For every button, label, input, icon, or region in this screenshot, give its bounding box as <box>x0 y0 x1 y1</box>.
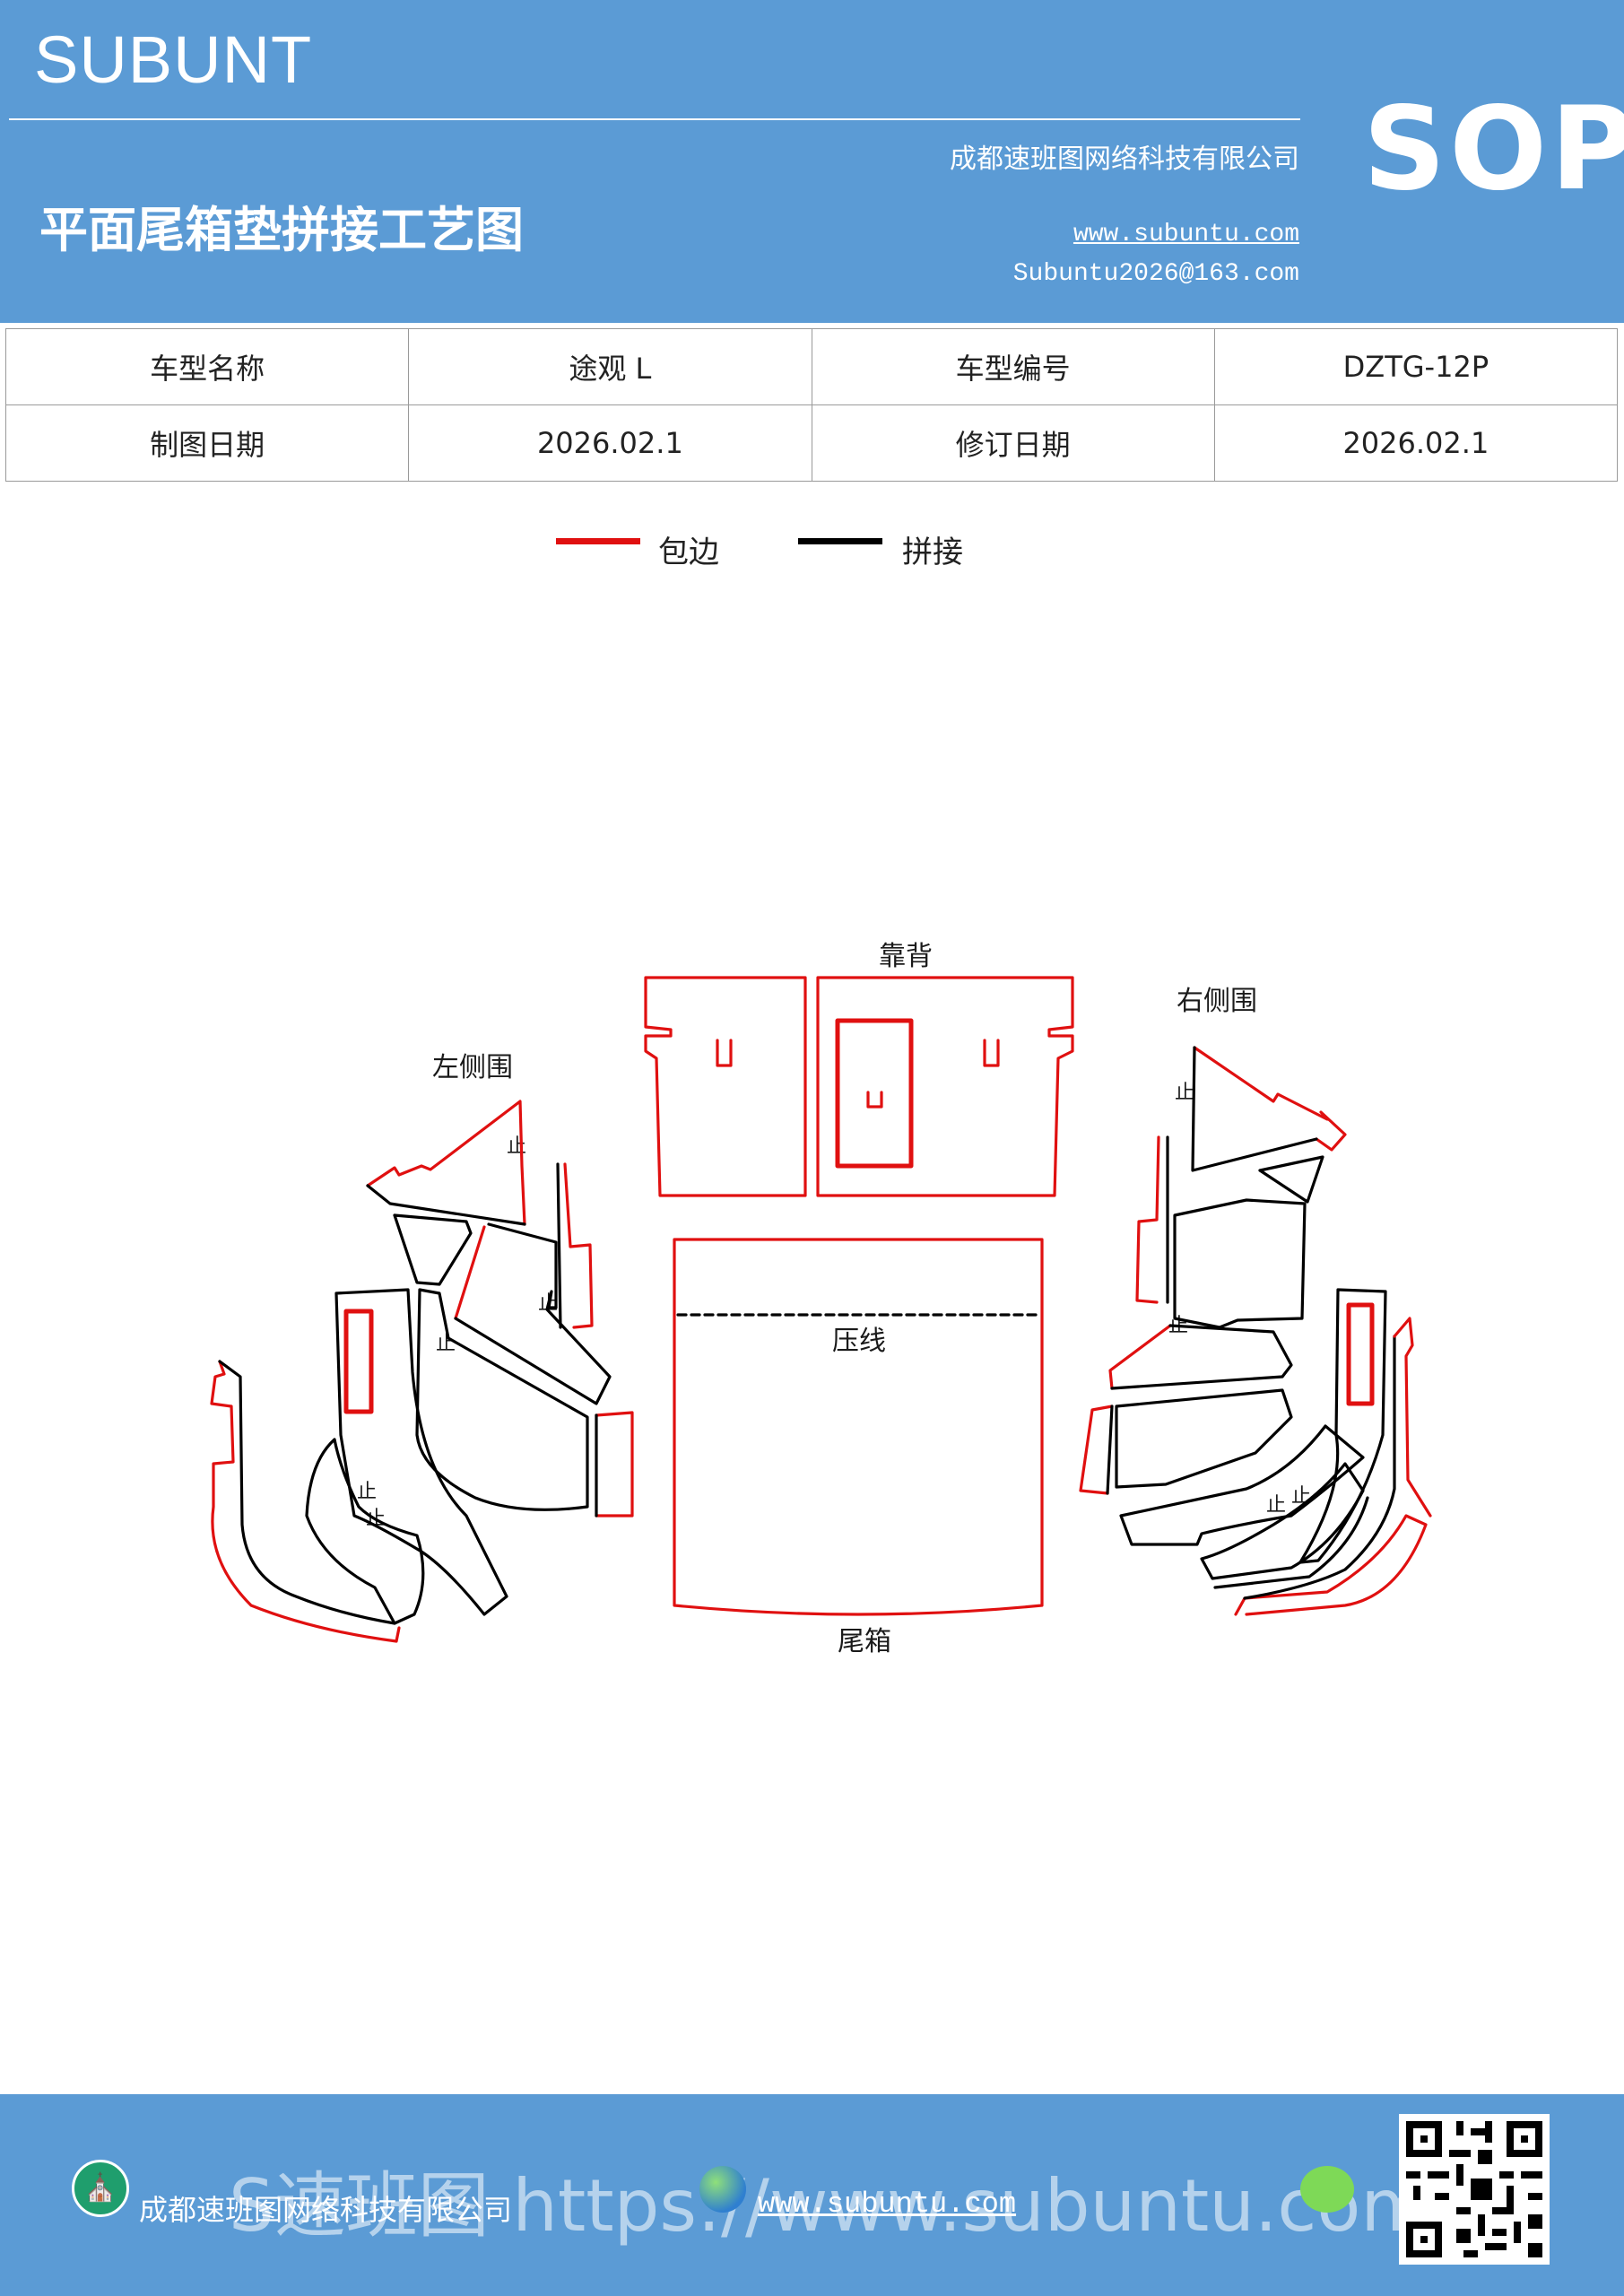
left-strip-red <box>563 1162 594 1329</box>
notch-mark <box>983 1039 1000 1067</box>
left-piece-mid <box>454 1222 612 1405</box>
globe-icon <box>699 2166 746 2213</box>
notch-mark <box>716 1039 733 1067</box>
value-model-code: DZTG-12P <box>1213 328 1619 405</box>
footer-watermark: S速班图 https://www.subuntu.com <box>229 2164 1431 2248</box>
left-side-pieces <box>210 1100 634 1643</box>
label-backrest: 靠背 <box>879 941 933 972</box>
left-piece-top-red <box>366 1100 526 1226</box>
right-piece-top-red <box>1193 1046 1347 1152</box>
left-piece-curve <box>305 1438 425 1625</box>
left-piece-triangle <box>393 1213 473 1286</box>
table-row: 制图日期 2026.02.1 修订日期 2026.02.1 <box>4 404 1619 482</box>
company-name: 成都速班图网络科技有限公司 <box>950 144 1299 175</box>
left-piece-top-black <box>366 1184 526 1226</box>
right-piece-outer-red <box>1234 1514 1428 1616</box>
legend-swatch-seam <box>798 538 882 544</box>
legend: 包边 拼接 <box>0 527 1624 572</box>
left-piece-center <box>415 1288 589 1511</box>
table-row: 车型名称 途观 L 车型编号 DZTG-12P <box>4 328 1619 405</box>
wechat-icon <box>1300 2166 1354 2213</box>
label-model-code: 车型编号 <box>811 328 1215 405</box>
notch-mark <box>866 1091 883 1109</box>
backrest-center-panel <box>835 1018 914 1169</box>
label-drawing-date: 制图日期 <box>4 404 410 482</box>
label-press-line: 压线 <box>832 1326 886 1357</box>
right-strip-red <box>1135 1135 1160 1304</box>
backrest-left-panel <box>644 976 807 1197</box>
mat-splicing-diagram: 靠背 右侧围 左侧围 压线 尾箱 止 止 止 止 止 止 止 止 止 <box>210 941 1432 1657</box>
right-piece-small-tri <box>1258 1155 1324 1204</box>
footer-website-link[interactable]: www.subuntu.com <box>758 2187 1017 2221</box>
value-revision-date: 2026.02.1 <box>1213 404 1619 482</box>
legend-label-edge: 包边 <box>658 535 719 570</box>
footer-company-name: 成都速班图网络科技有限公司 <box>139 2193 513 2227</box>
right-piece-mid <box>1173 1198 1307 1329</box>
right-piece-lower <box>1119 1424 1365 1546</box>
right-piece-quad-red <box>1079 1405 1114 1495</box>
stop-mark: 止 <box>507 1135 526 1158</box>
right-side-pieces <box>1079 1046 1432 1616</box>
vehicle-info-table: 车型名称 途观 L 车型编号 DZTG-12P 制图日期 2026.02.1 修… <box>4 328 1619 482</box>
right-piece-slot <box>1346 1302 1375 1406</box>
header-divider <box>9 118 1300 120</box>
brand-logo-text: SUBUNT <box>34 22 313 97</box>
label-left-side: 左侧围 <box>432 1052 513 1083</box>
header-banner: SUBUNT 平面尾箱垫拼接工艺图 成都速班图网络科技有限公司 www.subu… <box>0 0 1624 323</box>
right-piece-slot-frame <box>1298 1288 1387 1564</box>
stop-mark: 止 <box>1175 1082 1194 1104</box>
document-title: 平面尾箱垫拼接工艺图 <box>39 201 524 258</box>
qr-code-icon[interactable] <box>1399 2114 1550 2265</box>
website-link[interactable]: www.subuntu.com <box>1073 221 1299 248</box>
label-trunk: 尾箱 <box>838 1626 891 1657</box>
trunk-floor-panel <box>673 1238 1044 1616</box>
left-piece-outer-black <box>218 1360 396 1625</box>
label-model-name: 车型名称 <box>4 328 410 405</box>
right-piece-outer-black <box>1243 1335 1396 1600</box>
stop-mark: 止 <box>357 1481 377 1503</box>
right-piece-curve <box>1200 1462 1365 1580</box>
label-revision-date: 修订日期 <box>811 404 1215 482</box>
sop-badge: SOP <box>1363 83 1624 216</box>
footer-banner: S速班图 https://www.subuntu.com ⛪ 成都速班图网络科技… <box>0 2094 1624 2296</box>
email-address[interactable]: Subuntu2026@163.com <box>1012 260 1299 288</box>
left-piece-long <box>334 1288 508 1616</box>
left-piece-slot <box>343 1309 374 1414</box>
value-drawing-date: 2026.02.1 <box>408 404 812 482</box>
left-strip-black <box>556 1162 562 1329</box>
stop-mark: 止 <box>1266 1494 1286 1517</box>
value-model-name: 途观 L <box>408 328 812 405</box>
right-piece-top-black <box>1191 1046 1318 1172</box>
legend-label-seam: 拼接 <box>902 535 963 570</box>
legend-swatch-edge <box>556 538 640 544</box>
right-piece-long <box>1115 1388 1293 1489</box>
label-right-side: 右侧围 <box>1177 986 1257 1017</box>
backrest-right-panel <box>816 976 1074 1197</box>
right-piece-wedge-red <box>1108 1324 1172 1390</box>
stop-mark: 止 <box>436 1333 456 1355</box>
right-piece-bottom-curve <box>1213 1496 1369 1589</box>
right-piece-outer-red-edge <box>1393 1317 1432 1518</box>
right-piece-wedge <box>1110 1324 1293 1390</box>
left-piece-outer-red <box>210 1360 401 1643</box>
left-piece-quad-red <box>595 1411 634 1518</box>
building-icon: ⛪ <box>72 2160 129 2217</box>
left-piece-mid-red <box>454 1225 486 1320</box>
right-piece-quad <box>1106 1405 1114 1495</box>
